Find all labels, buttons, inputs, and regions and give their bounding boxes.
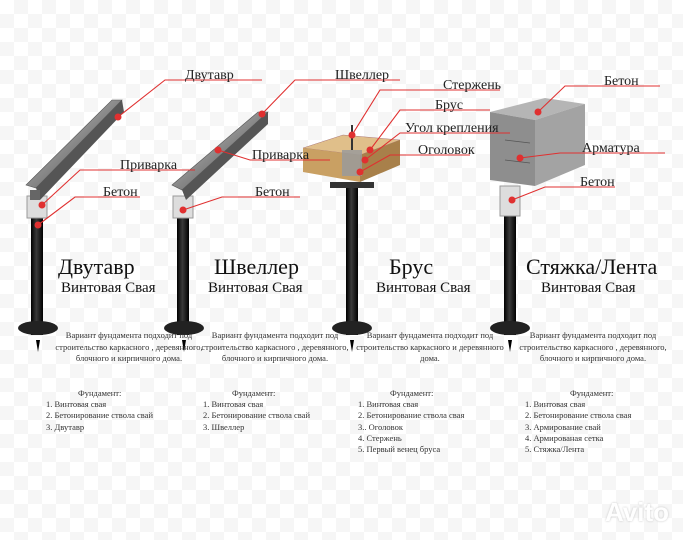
label-welding-1: Приварка bbox=[120, 158, 178, 173]
list-item: 3. Двутавр bbox=[46, 421, 85, 432]
list-item: 4. Стержень bbox=[358, 432, 402, 443]
list-item: 3. Армирование свай bbox=[525, 421, 601, 432]
list-item: 2. Бетонирование ствола свай bbox=[46, 410, 153, 421]
subtitle-timber: Винтовая Свая bbox=[376, 280, 471, 296]
subtitle-channel: Винтовая Свая bbox=[208, 280, 303, 296]
pile-slab bbox=[490, 98, 585, 352]
list-item: 1. Винтовая свая bbox=[525, 399, 586, 409]
description-timber: Вариант фундамента подходит под строител… bbox=[356, 330, 504, 363]
callout-dots bbox=[34, 108, 542, 229]
list-item: 1. Винтовая свая bbox=[203, 399, 264, 409]
list-item: 1. Винтовая свая bbox=[46, 399, 107, 409]
foundation-list-channel: 1. Винтовая свая 2. Бетонирование ствола… bbox=[203, 399, 310, 433]
label-timber: Брус bbox=[435, 98, 464, 113]
list-item: 5. Первый венец бруса bbox=[358, 444, 441, 455]
label-corner: Угол крепления bbox=[405, 121, 499, 136]
pile-timber bbox=[302, 125, 401, 352]
list-item: 5. Стяжка/Лента bbox=[525, 444, 585, 455]
title-timber: Брус bbox=[389, 254, 434, 279]
title-ibeam: Двутавр bbox=[58, 254, 135, 279]
label-rod: Стержень bbox=[443, 78, 502, 93]
foundation-list-slab: 1. Винтовая свая 2. Бетонирование ствола… bbox=[525, 399, 631, 455]
list-item: 2. Бетонирование ствола свай bbox=[203, 410, 310, 421]
label-concrete-2: Бетон bbox=[255, 185, 290, 200]
watermark: Avito bbox=[604, 497, 669, 527]
foundation-heading-slab: Фундамент: bbox=[570, 388, 614, 398]
label-welding-2: Приварка bbox=[252, 148, 310, 163]
description-channel: Вариант фундамента подходит под строител… bbox=[201, 330, 349, 363]
list-item: 2. Бетонирование ствола свая bbox=[358, 410, 465, 421]
subtitle-slab: Винтовая Свая bbox=[541, 280, 636, 296]
callout-lines bbox=[37, 79, 665, 226]
label-cap: Оголовок bbox=[418, 143, 475, 158]
foundation-heading-timber: Фундамент: bbox=[390, 388, 434, 398]
description-slab: Вариант фундамента подходит под строител… bbox=[519, 330, 667, 363]
list-item: 4. Армированая сетка bbox=[525, 432, 604, 443]
foundation-heading-ibeam: Фундамент: bbox=[78, 388, 122, 398]
foundation-list-ibeam: 1. Винтовая свая 2. Бетонирование ствола… bbox=[46, 399, 153, 433]
pile-channel bbox=[164, 111, 269, 352]
label-concrete-1: Бетон bbox=[103, 185, 138, 200]
label-concrete-3: Бетон bbox=[580, 175, 615, 190]
label-concrete-top: Бетон bbox=[604, 74, 639, 89]
foundation-heading-channel: Фундамент: bbox=[232, 388, 276, 398]
title-slab: Стяжка/Лента bbox=[526, 254, 658, 279]
list-item: 3.. Оголовок bbox=[358, 421, 404, 432]
pile-ibeam bbox=[18, 99, 124, 352]
foundation-list-timber: 1. Винтовая свая 2. Бетонирование ствола… bbox=[358, 399, 464, 455]
label-channel: Швеллер bbox=[335, 68, 390, 83]
list-item: 1. Винтовая свая bbox=[358, 399, 419, 409]
list-item: 3. Швеллер bbox=[203, 421, 245, 432]
label-rebar: Арматура bbox=[582, 141, 640, 156]
label-ibeam: Двутавр bbox=[185, 68, 234, 83]
description-ibeam: Вариант фундамента подходит под строител… bbox=[55, 330, 203, 363]
list-item: 2. Бетонирование ствола свая bbox=[525, 410, 632, 421]
subtitle-ibeam: Винтовая Свая bbox=[61, 280, 156, 296]
title-channel: Швеллер bbox=[214, 254, 299, 279]
